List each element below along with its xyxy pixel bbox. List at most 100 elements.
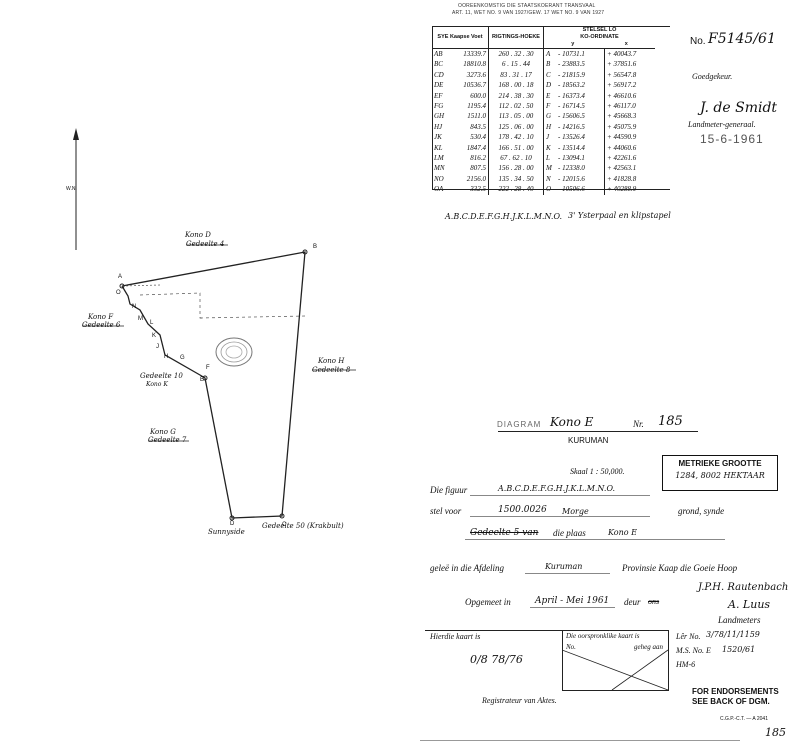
plaas-name: Kono E <box>608 528 637 537</box>
cell-side: FG <box>434 102 444 111</box>
cell-bearing: 6 . 15 . 44 <box>488 59 544 70</box>
cell-side: NO <box>434 174 444 183</box>
diagram-no-value: F5145/61 <box>708 31 776 47</box>
header-coords-label: KO-ORDINATE <box>580 33 619 40</box>
header-bearing: RIGTINGS-HOEKE <box>488 26 544 49</box>
label-gedeelte-10: Gedeelte 10 <box>140 372 183 380</box>
internal-dashed-line <box>139 292 205 319</box>
maand-value: April - Mei 1961 <box>535 596 610 606</box>
cell-y: - 23883.5 <box>556 59 605 70</box>
die-figuur-label: Die figuur <box>430 485 468 495</box>
cell-bearing: 214 . 38 . 30 <box>488 90 544 102</box>
property-boundary <box>121 251 306 519</box>
cell-point: C <box>546 70 551 79</box>
table-top-rule <box>432 26 670 27</box>
afdeling-rule <box>525 573 610 574</box>
cell-point: F <box>546 102 551 111</box>
diagram-no-label: No. <box>690 36 706 47</box>
header-side: SYE Kaapse Voet <box>432 26 489 49</box>
table-left-rule <box>432 26 433 190</box>
header-line-2: ART. 11, WET NO. 9 VAN 1927/GEW. 17 WET … <box>452 10 605 16</box>
beacon-marker-e <box>202 375 208 381</box>
cell-x: + 56917.2 <box>607 81 637 90</box>
figuur-value: A.B.C.D.E.F.G.H.J.K.L.M.N.O. <box>498 484 616 493</box>
header-system: STELSEL LO KO-ORDINATE y x <box>544 26 656 49</box>
registrateur-label: Registrateur van Aktes. <box>482 696 557 705</box>
cell-y: - 16714.5 <box>556 101 605 112</box>
cell-side: HJ <box>434 122 443 131</box>
metrieke-title: METRIEKE GROOTTE <box>678 459 762 468</box>
beacon-marker-a <box>119 283 125 289</box>
label-kono-d: Kono D <box>185 231 211 239</box>
cell-length: 1195.4 <box>450 101 489 112</box>
label-gedeelte-4: Gedeelte 4 <box>186 240 225 248</box>
cell-length: 600.0 <box>450 90 489 102</box>
cell-bearing: 260 . 32 . 30 <box>488 48 544 60</box>
cell-point: N <box>546 174 551 183</box>
point-c: C <box>282 522 287 528</box>
point-h: H <box>164 354 169 360</box>
figuur-rule <box>470 495 650 496</box>
cell-bearing: 113 . 05 . 00 <box>488 111 544 122</box>
header-system-label: STELSEL LO <box>582 26 617 33</box>
opgemeet-label: Opgemeet in <box>465 597 511 607</box>
cell-bearing: 67 . 62 . 10 <box>488 153 544 164</box>
coordinate-table: SYE Kaapse Voet RIGTINGS-HOEKE STELSEL L… <box>432 26 655 195</box>
cell-x: + 45668.3 <box>607 112 637 121</box>
cell-length: 816.2 <box>450 153 489 164</box>
point-j: J <box>156 344 159 350</box>
cell-length: 13339.7 <box>450 48 489 60</box>
pan-feature-inner <box>220 341 248 363</box>
cell-side: LM <box>434 154 444 163</box>
cell-length: 1511.0 <box>450 111 489 122</box>
cell-point: B <box>546 60 551 69</box>
oorspronklike-no: No. <box>566 643 576 651</box>
cell-y: - 14216.5 <box>556 121 605 133</box>
signature-luus: A. Luus <box>728 598 771 611</box>
kaart-of: Kono E <box>550 415 594 429</box>
cell-side: EF <box>434 91 443 100</box>
oorspronklike-diagonal-2 <box>611 649 669 691</box>
ler-value: 3/78/11/1159 <box>706 630 760 639</box>
cell-point: M <box>546 164 552 173</box>
cell-x: + 44590.9 <box>607 133 637 142</box>
header-x: x <box>624 40 628 47</box>
point-e: E <box>200 377 205 383</box>
cell-x: + 37851.6 <box>607 60 637 69</box>
label-sunnyside: Sunnyside <box>208 528 245 536</box>
cell-bearing: 83 . 31 . 17 <box>488 69 544 81</box>
morge-label: Morge <box>562 507 589 516</box>
cell-x: + 45075.9 <box>607 122 637 131</box>
label-kono-k: Kono K <box>146 381 168 388</box>
bottom-rule <box>420 740 740 741</box>
point-m: M <box>138 316 143 322</box>
cell-side: JK <box>434 133 442 142</box>
point-f: F <box>206 365 210 371</box>
cell-point: L <box>546 154 550 163</box>
beacon-figure: A.B.C.D.E.F.G.H.J.K.L.M.N.O. <box>445 212 563 221</box>
cell-y: - 21815.9 <box>556 69 605 81</box>
cell-side: DE <box>434 81 444 90</box>
endorsements-line-2: SEE BACK OF DGM. <box>692 697 770 706</box>
cell-length: 3273.6 <box>450 69 489 81</box>
metrieke-grootte-stamp: METRIEKE GROOTTE 1284, 8002 HEKTAAR <box>662 455 778 491</box>
cell-length: 530.4 <box>450 132 489 143</box>
cell-x: + 56547.8 <box>607 70 637 79</box>
cell-x: + 46117.0 <box>607 102 636 111</box>
cell-x: + 42563.1 <box>607 164 637 173</box>
provinsie-label: Provinsie Kaap die Goeie Hoop <box>622 563 738 573</box>
pan-feature <box>215 337 253 367</box>
table-bottom-rule <box>432 189 670 190</box>
cell-side: KL <box>434 143 443 152</box>
skaal-label: Skaal 1 : 50,000. <box>570 467 625 476</box>
cell-length: 2156.0 <box>450 173 489 185</box>
point-g: G <box>180 355 185 361</box>
hierdie-kaart-label: Hierdie kaart is <box>430 632 481 641</box>
